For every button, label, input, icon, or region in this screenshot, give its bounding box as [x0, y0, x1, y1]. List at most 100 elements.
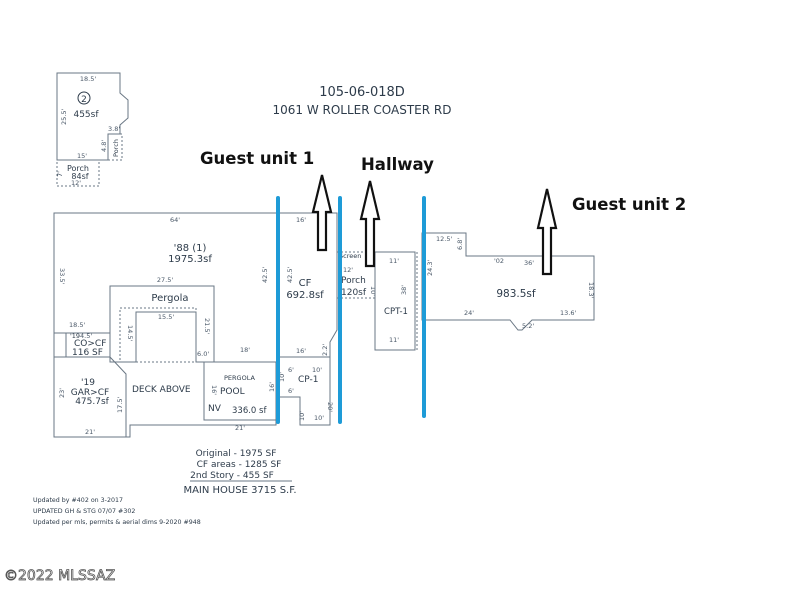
update-notes: Updated by #402 on 3-2017 UPDATED GH & S…: [33, 497, 201, 526]
summary-original: Original - 1975 SF: [196, 449, 277, 459]
porch-top-sf: 84sf: [71, 172, 88, 181]
cf-label: CF: [299, 278, 312, 289]
note-line-3: Updated per mls, permits & aerial dims 9…: [33, 519, 201, 526]
dim-18-3: 18.3': [587, 282, 595, 298]
arrow-up-icon: [536, 188, 558, 276]
dim-18-5: 18.5': [80, 75, 96, 83]
hallway-label: Hallway: [361, 155, 434, 174]
pergola-area: Pergola 27.5' 15.5' 14.5' 21.5' 6.0' 18': [109, 276, 250, 363]
garage-sf: 475.7sf: [75, 397, 109, 407]
summary-second-story: 2nd Story - 455 SF: [190, 471, 274, 481]
summary-cf-areas: CF areas - 1285 SF: [197, 460, 282, 470]
dim-10b: 10': [312, 366, 322, 374]
guest-unit-2-sf: 983.5sf: [496, 288, 536, 300]
dim-4-5: 4.5': [80, 332, 92, 340]
pool-label: POOL: [220, 387, 245, 397]
dim-33-5: 33.5': [58, 268, 66, 284]
guest-unit-2-block: 12.5' 6.8' '02 36' 24.3' 983.5sf 18.3' 2…: [421, 232, 595, 331]
cf-area: 16' 42.5' 42.5' CF 692.8sf 16' 2.2' 6' 1…: [261, 216, 334, 422]
dim-13-6: 13.6': [560, 309, 576, 317]
co-cf-year: '19: [70, 332, 80, 340]
dim-10: 10': [369, 286, 377, 296]
dim-2-2: 2.2': [321, 344, 329, 356]
dim-42-5a: 42.5': [261, 267, 269, 283]
co-cf-label: CO>CF: [74, 339, 106, 349]
dim-12: 12': [71, 179, 81, 187]
guest-unit-1-label: Guest unit 1: [200, 149, 314, 168]
dim-16b: 16': [296, 347, 306, 355]
dim-16d: 16': [268, 382, 276, 392]
pergola-label: Pergola: [151, 293, 188, 304]
porch-mid-label: Porch: [341, 276, 366, 286]
garage-label: GAR>CF: [71, 388, 109, 398]
cpt1-label: CPT-1: [384, 307, 408, 317]
main-house-year-label: '88 (1): [174, 243, 207, 254]
dim-36: 36': [524, 259, 534, 267]
dim-6: 6.0': [197, 350, 209, 358]
parcel-number: 105-06-018D: [319, 85, 405, 100]
second-story-sf: 455sf: [73, 110, 99, 120]
note-line-2: UPDATED GH & STG 07/07 #302: [33, 508, 135, 515]
dim-21b: 21': [235, 424, 245, 432]
dim-20: 20': [326, 402, 334, 412]
dim-24-3: 24.3': [426, 260, 434, 276]
main-house-sf: 1975.3sf: [168, 254, 212, 265]
area-summary: Original - 1975 SF CF areas - 1285 SF 2n…: [183, 449, 296, 496]
dim-5-2: 5.2': [522, 322, 534, 330]
nv-label: NV: [208, 404, 222, 414]
cf-sf: 692.8sf: [286, 290, 324, 301]
dim-38: 38': [400, 285, 408, 295]
cpt1-hallway-block: 11' CPT-1 38' 11': [374, 251, 418, 351]
dim-12b: 12': [343, 266, 353, 274]
dim-4-8: 4.8': [100, 140, 108, 152]
dim-10c: 10': [278, 372, 286, 382]
guest-unit-2-label: Guest unit 2: [572, 195, 686, 214]
dim-18: 18': [240, 346, 250, 354]
screen-label: Screen: [339, 252, 361, 260]
porch-top-label: Porch: [67, 164, 89, 173]
dim-14-5: 14.5': [126, 325, 134, 341]
dim-10d: 10': [314, 414, 324, 422]
dim-17-5: 17.5': [116, 397, 124, 413]
pool-sf: 336.0 sf: [232, 406, 267, 416]
dim-15-5: 15.5': [158, 313, 174, 321]
dim-10e: 10': [298, 411, 306, 421]
dim-21-5: 21.5': [203, 318, 211, 334]
dim-3-8: 3.8': [108, 125, 120, 133]
arrow-up-icon: [359, 180, 381, 268]
dim-64: 64': [170, 216, 180, 224]
cp1-label: CP-1: [298, 375, 319, 385]
co-cf-sf: 116 SF: [72, 348, 103, 358]
dim-27-5: 27.5': [157, 276, 173, 284]
dim-11b: 11': [389, 336, 399, 344]
porch-small-label: Porch: [112, 139, 120, 157]
pool-area: PERGOLA POOL NV 336.0 sf 16' 21' 16': [203, 361, 277, 432]
arrow-up-icon: [311, 174, 333, 252]
copyright-watermark: ©2022 MLSSAZ: [4, 568, 115, 584]
dim-16c: 16': [210, 385, 218, 395]
main-house: 64' 33.5' '88 (1) 1975.3sf: [53, 212, 338, 438]
dim-6-8: 6.8': [456, 238, 464, 250]
dim-25-5: 25.5': [60, 109, 68, 125]
dim-23: 23': [58, 388, 66, 398]
co-cf-and-garage: 18.5' '19 4.5' CO>CF 116 SF '19 GAR>CF 4…: [53, 321, 191, 437]
deck-above-label: DECK ABOVE: [132, 385, 191, 395]
pergola-small-label: PERGOLA: [224, 374, 255, 382]
note-line-1: Updated by #402 on 3-2017: [33, 497, 123, 504]
dim-24: 24': [464, 309, 474, 317]
garage-year: '19: [81, 378, 95, 388]
dim-12-5: 12.5': [436, 235, 452, 243]
property-address: 1061 W ROLLER COASTER RD: [272, 103, 451, 117]
dim-16a: 16': [296, 216, 306, 224]
porch-mid-sf: 120sf: [341, 288, 367, 298]
dim-02: '02: [494, 257, 504, 265]
second-story-block: 2 455sf 18.5' 25.5' 3.8' 4.8' 15' Porch …: [56, 72, 129, 187]
dim-6c: 6': [288, 387, 294, 395]
summary-main-house: MAIN HOUSE 3715 S.F.: [183, 485, 296, 496]
dim-11a: 11': [389, 257, 399, 265]
dim-15: 15': [77, 152, 87, 160]
dim-21a: 21': [85, 428, 95, 436]
dim-42-5b: 42.5': [286, 267, 294, 283]
dim-18-5b: 18.5': [69, 321, 85, 329]
